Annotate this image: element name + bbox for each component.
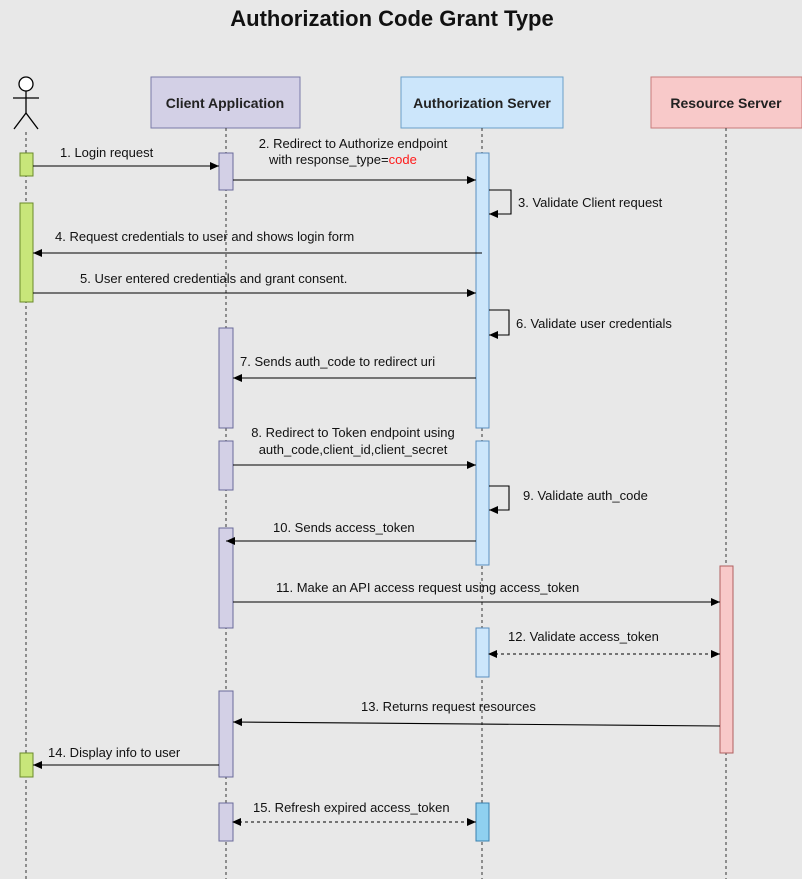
arrow-13 xyxy=(232,718,721,727)
message-2-prefix: with response_type= xyxy=(268,152,389,167)
arrow-9-self xyxy=(489,485,510,514)
message-2-code: code xyxy=(389,152,417,167)
message-3-label: 3. Validate Client request xyxy=(518,195,663,210)
activation-bars xyxy=(19,152,734,842)
auth-activation-1 xyxy=(475,152,490,429)
resource-activation-1 xyxy=(719,565,734,754)
client-activation-1 xyxy=(218,152,234,191)
participant-resource-label: Resource Server xyxy=(670,95,782,111)
message-8-label-line1: 8. Redirect to Token endpoint using xyxy=(251,425,455,440)
client-activation-4 xyxy=(218,527,234,629)
user-actor-icon xyxy=(13,76,39,130)
message-8-label-line2: auth_code,client_id,client_secret xyxy=(259,442,448,457)
diagram-title: Authorization Code Grant Type xyxy=(230,6,553,31)
client-activation-5 xyxy=(218,690,234,778)
message-arrows xyxy=(33,162,721,826)
client-activation-2 xyxy=(218,327,234,429)
message-12-label: 12. Validate access_token xyxy=(508,629,659,644)
message-13-label: 13. Returns request resources xyxy=(361,699,536,714)
user-activation-3 xyxy=(19,752,34,778)
participant-client-label: Client Application xyxy=(166,95,284,111)
message-1-label: 1. Login request xyxy=(60,145,154,160)
client-activation-6 xyxy=(218,802,234,842)
participant-auth-label: Authorization Server xyxy=(413,95,551,111)
message-9-label: 9. Validate auth_code xyxy=(523,488,648,503)
message-5-label: 5. User entered credentials and grant co… xyxy=(80,271,347,286)
message-6-label: 6. Validate user credentials xyxy=(516,316,672,331)
auth-activation-3 xyxy=(475,627,490,678)
message-2-label-line1: 2. Redirect to Authorize endpoint xyxy=(259,136,448,151)
message-2-label-line2: with response_type=code xyxy=(268,152,417,167)
user-activation-2 xyxy=(19,202,34,303)
arrow-6-self xyxy=(489,309,510,339)
message-11-label: 11. Make an API access request using acc… xyxy=(276,580,579,595)
user-activation-1 xyxy=(19,152,34,177)
message-15-label: 15. Refresh expired access_token xyxy=(253,800,450,815)
participant-client: Client Application xyxy=(150,76,301,129)
auth-activation-4 xyxy=(475,802,490,842)
message-7-label: 7. Sends auth_code to redirect uri xyxy=(240,354,435,369)
participant-auth: Authorization Server xyxy=(400,76,564,129)
participant-resource: Resource Server xyxy=(650,76,802,129)
message-4-label: 4. Request credentials to user and shows… xyxy=(55,229,354,244)
arrow-3-self xyxy=(489,189,512,218)
auth-activation-2 xyxy=(475,440,490,566)
message-14-label: 14. Display info to user xyxy=(48,745,181,760)
message-10-label: 10. Sends access_token xyxy=(273,520,415,535)
client-activation-3 xyxy=(218,440,234,491)
